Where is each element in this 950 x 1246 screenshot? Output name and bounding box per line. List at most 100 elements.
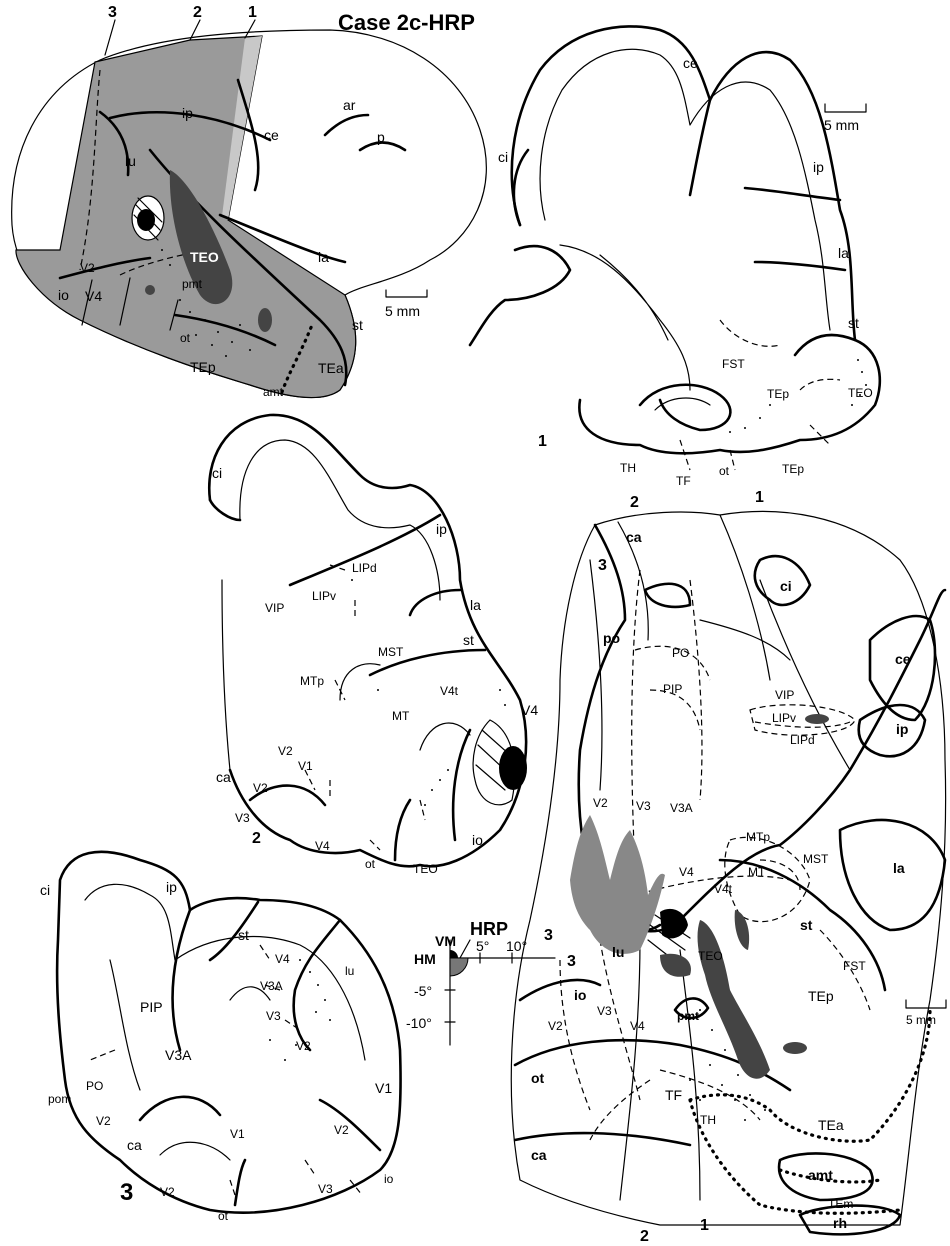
s2-number: 2: [252, 830, 261, 847]
lv-area-v2: V2: [80, 261, 95, 275]
s2-label-v4b: V4: [315, 839, 330, 853]
lv-area-tep: TEp: [190, 359, 216, 375]
s2-label-v2b: V2: [253, 781, 268, 795]
s3-label-po: PO: [86, 1079, 103, 1093]
s1-number: 1: [538, 433, 547, 450]
lv-sulcus-ar: ar: [343, 97, 356, 113]
fm-area-v4b: V4: [630, 1019, 645, 1033]
s3-label-ot: ot: [218, 1209, 229, 1223]
fm-scale-bar: [906, 1000, 946, 1008]
s2-label-mst: MST: [378, 645, 404, 659]
lv-scale-label: 5 mm: [385, 303, 420, 319]
lv-sulcus-ce: ce: [264, 127, 279, 143]
s2-label-vip: VIP: [265, 601, 284, 615]
s2-label-v4t: V4t: [440, 684, 459, 698]
fm-line-label-2b: 2: [640, 1228, 649, 1245]
s2-sulcus-ci: [210, 500, 240, 520]
vf-label-10: 10°: [506, 938, 527, 954]
s2-label-v4: V4: [521, 702, 538, 718]
labeled-patch-small-2: [145, 285, 155, 295]
s3-label-v4: V4: [275, 952, 290, 966]
vf-label-5: 5°: [476, 938, 489, 954]
lateral-brain-view: 3 2 1 ip ce ar p lu la io st ot amt pmt …: [12, 4, 487, 399]
lv-sulcus-amt: amt: [263, 385, 284, 399]
lv-sulcus-la: la: [318, 249, 329, 265]
injection-site-core: [137, 209, 155, 231]
s3-label-ci: ci: [40, 882, 50, 898]
s3-label-v1b: V1: [230, 1127, 245, 1141]
fm-sulcus-po-label: po: [603, 630, 620, 646]
fm-area-v3a: V3A: [670, 801, 693, 815]
s2-label-ip: ip: [436, 521, 447, 537]
s3-sulcus-io: [320, 1100, 380, 1150]
s3-sulcus-ot: [235, 1160, 245, 1205]
fm-line-label-1: 1: [755, 489, 764, 506]
fm-sulcus-ip-label: ip: [896, 721, 908, 737]
labeled-patch-small: [258, 308, 272, 332]
s3-label-v3b: V3: [318, 1182, 333, 1196]
s1-label-teo: TEO: [848, 386, 873, 400]
s3-label-ip: ip: [166, 879, 177, 895]
lv-sulcus-st: st: [352, 317, 363, 333]
figure-title: Case 2c-HRP: [338, 10, 475, 35]
fm-area-mtp: MTp: [746, 830, 770, 844]
fm-area-tea: TEa: [818, 1117, 844, 1133]
fm-sulcus-ca-top: ca: [626, 529, 642, 545]
s2-label-mt: MT: [392, 709, 410, 723]
s1-fst-dash: [720, 320, 780, 346]
fm-grey-label-v2: [570, 815, 665, 954]
s3-label-st: st: [238, 927, 249, 943]
fm-area-vip: VIP: [775, 688, 794, 702]
s3-label-ca: ca: [127, 1137, 142, 1153]
s2-label-lipv: LIPv: [312, 589, 336, 603]
s1-sulcus-la: [755, 262, 845, 270]
fm-area-v2b: V2: [548, 1019, 563, 1033]
fm-area-th: TH: [700, 1113, 716, 1127]
s3-label-v2: V2: [296, 1039, 311, 1053]
lv-scale-bar: [386, 290, 427, 297]
fm-sulcus-ci-label: ci: [780, 578, 792, 594]
lv-line-label-2: 2: [193, 4, 202, 21]
s3-label-io: io: [384, 1172, 394, 1186]
visual-field-key: HRP VM HM 5° 10° -5° -10°: [406, 919, 555, 1045]
lv-line-label-1: 1: [248, 4, 257, 21]
s2-label-teo: TEO: [413, 862, 438, 876]
vf-upper-quadrant-fill: [450, 950, 458, 958]
s3-label-v2d: V2: [334, 1123, 349, 1137]
s3-sulcus-st: [210, 902, 258, 960]
lv-sulcus-lu: lu: [125, 153, 136, 169]
s3-label-v3: V3: [266, 1009, 281, 1023]
fm-area-v3: V3: [636, 799, 651, 813]
fm-sulcus-ce-label: ce: [895, 651, 911, 667]
fm-area-mst: MST: [803, 852, 829, 866]
s1-label-th: TH: [620, 461, 636, 475]
cortical-flat-map: 2 1 3 3 3 2 1 ca ci ce po ip la lu st io…: [511, 489, 946, 1245]
s1-label-tep2: TEp: [782, 462, 804, 476]
s2-label-v3: V3: [235, 811, 250, 825]
s1-label-fst: FST: [722, 357, 745, 371]
s2-label-io: io: [472, 832, 483, 848]
lv-area-v4: V4: [85, 288, 102, 304]
s1-scale-label: 5 mm: [824, 117, 859, 133]
s3-label-v3a: V3A: [260, 979, 283, 993]
lv-sulcus-p: p: [377, 129, 385, 145]
s1-sulcus-ip: [745, 188, 840, 200]
s2-sulcus-ot: [395, 800, 410, 860]
fm-line-label-3: 3: [598, 557, 607, 574]
s1-label-ce: ce: [683, 55, 698, 71]
fm-dark-label-2: [660, 954, 691, 977]
fm-area-v3b: V3: [597, 1004, 612, 1018]
vf-label-hm: HM: [414, 951, 436, 967]
s3-sulcus-ip: [173, 910, 190, 1050]
lv-area-tea: TEa: [318, 360, 344, 376]
s1-tep-dash: [800, 379, 840, 390]
s3-label-v3a-2: V3A: [165, 1047, 192, 1063]
fm-sulcus-amt-label: amt: [808, 1167, 833, 1183]
s2-label-ot: ot: [365, 857, 376, 871]
s1-outer-contour: [512, 26, 880, 453]
fm-line-label-3b: 3: [544, 927, 553, 944]
s2-inner-temporal: [340, 664, 470, 750]
fm-dark-label-teo: [698, 920, 770, 1079]
section-line-3: [105, 20, 115, 55]
